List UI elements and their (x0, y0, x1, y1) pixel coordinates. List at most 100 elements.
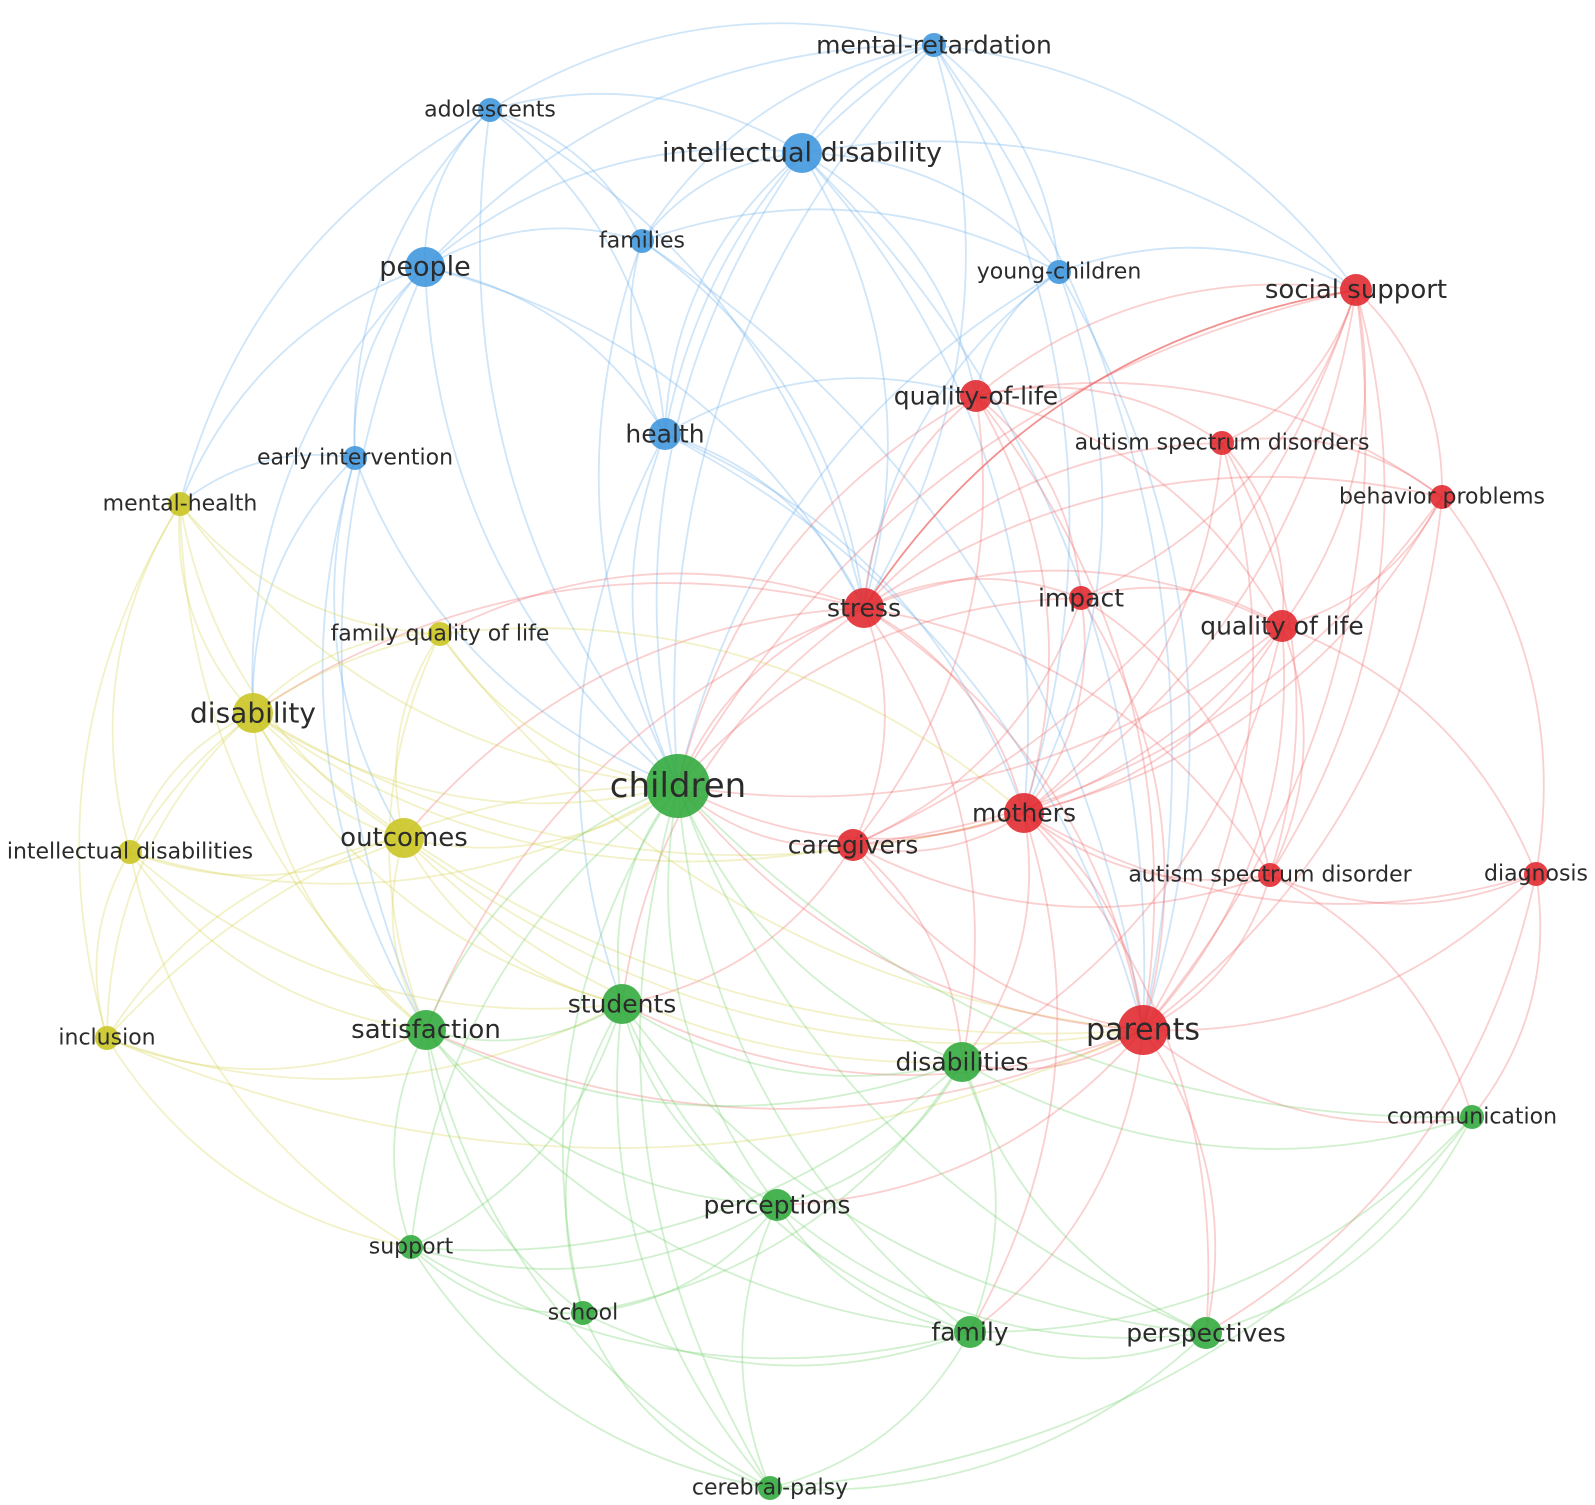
node-mothers[interactable] (1004, 793, 1044, 833)
node-mental-retardation[interactable] (922, 33, 946, 57)
edge-satisfaction-support (393, 1029, 427, 1248)
node-students[interactable] (602, 984, 642, 1024)
edge-support-family (410, 1246, 971, 1360)
edge-mental-health-outcomes (179, 503, 405, 839)
edge-autism-spectrum-disorders-stress (863, 442, 1223, 609)
edge-people-health (424, 266, 666, 435)
edge-health-stress (664, 433, 865, 609)
node-adolescents[interactable] (478, 98, 502, 122)
node-label-young-children: young-children (977, 260, 1142, 285)
node-family-quality-of-life[interactable] (428, 622, 452, 646)
node-inclusion[interactable] (95, 1026, 119, 1050)
edge-quality-of-life-diagnosis (1281, 625, 1537, 875)
edge-children-family (677, 785, 971, 1333)
node-people[interactable] (405, 247, 445, 287)
node-diagnosis[interactable] (1524, 862, 1548, 886)
edge-stress-parents (863, 607, 1144, 1031)
node-label-quality-of-life: quality of life (1200, 612, 1364, 641)
node-family[interactable] (954, 1316, 986, 1348)
node-label-mental-retardation: mental-retardation (816, 31, 1052, 60)
edge-children-satisfaction (425, 785, 679, 1031)
node-autism-spectrum-disorder[interactable] (1258, 863, 1282, 887)
edge-outcomes-satisfaction (391, 837, 427, 1031)
edge-students-satisfaction (425, 1003, 623, 1042)
nodes-layer (95, 33, 1548, 1500)
node-perspectives[interactable] (1190, 1317, 1222, 1349)
node-label-quality-of-life-h: quality-of-life (894, 382, 1058, 411)
node-mental-health[interactable] (168, 492, 192, 516)
node-stress[interactable] (844, 588, 884, 628)
node-intellectual-disability[interactable] (782, 133, 822, 173)
edge-communication-perspectives (1205, 1116, 1473, 1334)
edge-outcomes-children (403, 785, 679, 849)
node-label-social-support: social support (1265, 275, 1447, 305)
node-intellectual-disabilities[interactable] (118, 840, 142, 864)
edge-mothers-caregivers (852, 812, 1025, 853)
edge-quality-of-life-children (677, 625, 1283, 798)
edge-people-families (424, 227, 643, 268)
edge-outcomes-students (403, 837, 623, 1005)
node-families[interactable] (630, 229, 654, 253)
edge-disability-inclusion (106, 712, 254, 1039)
edge-family-quality-of-life-disability (252, 633, 441, 714)
node-behavior-problems[interactable] (1430, 485, 1454, 509)
node-children[interactable] (646, 754, 710, 818)
node-outcomes[interactable] (384, 818, 424, 858)
edge-intellectual-disability-quality-of-life-h (801, 152, 977, 397)
edge-mothers-diagnosis (1023, 812, 1537, 905)
edge-quality-of-life-h-caregivers (852, 395, 984, 846)
node-communication[interactable] (1460, 1105, 1484, 1129)
node-label-stress: stress (827, 594, 901, 623)
node-cerebral-palsy[interactable] (758, 1476, 782, 1500)
edge-people-stress (424, 266, 865, 609)
edge-adolescents-health (489, 109, 666, 435)
edge-mental-retardation-social-support (933, 44, 1357, 291)
edge-perceptions-support (410, 1204, 778, 1270)
node-young-children[interactable] (1047, 260, 1071, 284)
node-caregivers[interactable] (837, 829, 869, 861)
node-label-families: families (599, 229, 685, 254)
edge-social-support-caregivers (852, 289, 1357, 846)
edge-perceptions-perspectives (776, 1204, 1207, 1339)
node-autism-spectrum-disorders[interactable] (1210, 431, 1234, 455)
labels-layer: mental-retardationadolescentsintellectua… (7, 31, 1588, 1501)
node-social-support[interactable] (1340, 274, 1372, 306)
edge-young-children-children (677, 271, 1060, 787)
edge-disability-caregivers (252, 712, 854, 863)
node-disabilities[interactable] (942, 1042, 982, 1082)
node-disability[interactable] (233, 693, 273, 733)
edge-quality-of-life-parents (1142, 625, 1285, 1031)
edge-disability-mothers (252, 712, 1025, 857)
edge-outcomes-disabilities (403, 837, 963, 1064)
edge-children-perceptions (667, 785, 778, 1206)
edge-social-support-children (677, 289, 1357, 787)
node-quality-of-life[interactable] (1266, 610, 1298, 642)
node-satisfaction[interactable] (406, 1010, 446, 1050)
node-early-intervention[interactable] (343, 446, 367, 470)
node-label-school: school (548, 1301, 619, 1326)
edge-students-school (564, 1003, 623, 1314)
edge-behavior-problems-caregivers (852, 496, 1443, 846)
node-parents[interactable] (1118, 1005, 1168, 1055)
edge-mothers-parents (1023, 812, 1144, 1031)
edge-mental-retardation-adolescents (489, 22, 935, 111)
edge-intellectual-disabilities-inclusion (95, 851, 131, 1039)
edge-stress-disability (252, 582, 865, 714)
node-quality-of-life-h[interactable] (960, 380, 992, 412)
edge-autism-spectrum-disorder-diagnosis (1269, 873, 1537, 905)
edge-family-quality-of-life-mothers (439, 627, 1025, 814)
edge-parents-perceptions (776, 1029, 1144, 1206)
node-support[interactable] (399, 1235, 423, 1259)
edge-intellectual-disabilities-satisfaction (129, 851, 427, 1031)
edge-families-health (629, 240, 666, 435)
edge-disability-students (252, 712, 623, 1005)
edge-perceptions-school (582, 1204, 778, 1314)
node-health[interactable] (649, 418, 681, 450)
node-school[interactable] (571, 1301, 595, 1325)
edge-students-family (621, 1003, 971, 1333)
node-label-family: family (931, 1318, 1008, 1347)
node-impact[interactable] (1069, 586, 1093, 610)
node-perceptions[interactable] (761, 1189, 793, 1221)
node-label-disabilities: disabilities (895, 1048, 1028, 1077)
